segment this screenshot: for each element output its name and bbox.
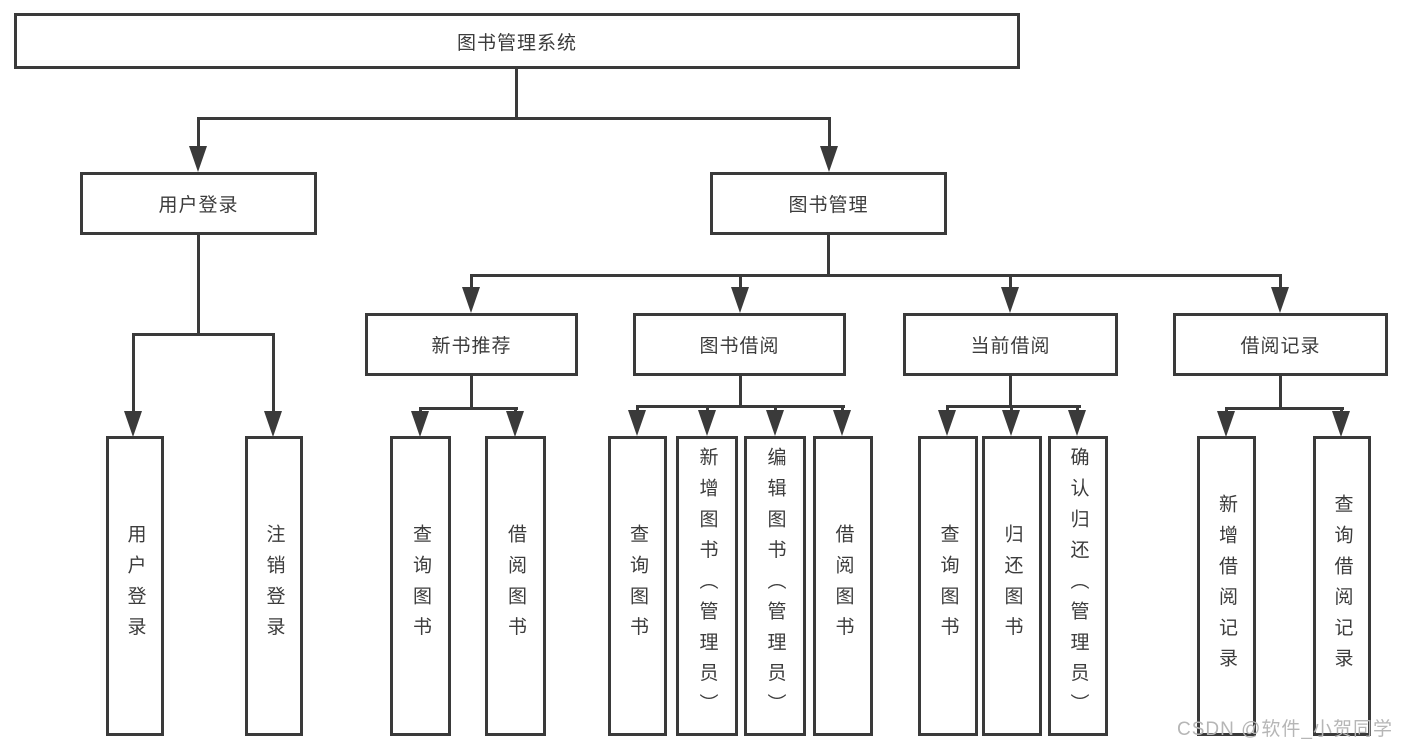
connector-login-shaft-2	[272, 333, 275, 413]
leaf-query-books-recommend: 查询图书	[390, 436, 451, 736]
node-label: 新书推荐	[431, 336, 512, 357]
node-label: 图书借阅	[699, 336, 780, 357]
arrow-down-icon	[698, 410, 716, 436]
node-book-borrow: 图书借阅	[633, 313, 846, 376]
arrow-down-icon	[264, 411, 282, 437]
arrow-down-icon	[462, 287, 480, 313]
arrow-down-icon	[124, 411, 142, 437]
node-label: 归还图书	[1001, 524, 1023, 648]
node-user-login: 用户登录	[80, 172, 317, 235]
connector-borrow-shaft-4	[841, 405, 844, 413]
connector-login-shaft-1	[132, 333, 135, 413]
leaf-query-books-borrow: 查询图书	[608, 436, 667, 736]
connector-current-shaft-1	[946, 405, 949, 413]
arrow-down-icon	[1217, 411, 1235, 437]
node-label: 新增图书（管理员）	[696, 447, 718, 725]
arrow-down-icon	[189, 146, 207, 172]
connector-current-shaft-3	[1076, 405, 1079, 413]
node-label: 确认归还（管理员）	[1067, 447, 1089, 725]
connector-records-vline	[1279, 375, 1282, 409]
arrow-down-icon	[1332, 411, 1350, 437]
arrow-down-icon	[766, 410, 784, 436]
connector-mgmt-shaft-2	[739, 274, 742, 292]
node-label: 注销登录	[263, 524, 285, 648]
node-label: 借阅图书	[832, 524, 854, 648]
connector-borrow-shaft-1	[636, 405, 639, 413]
connector-current-vline	[1009, 375, 1012, 407]
leaf-query-borrow-record: 查询借阅记录	[1313, 436, 1371, 736]
arrow-down-icon	[833, 410, 851, 436]
leaf-edit-book-admin: 编辑图书（管理员）	[744, 436, 806, 736]
connector-root-left-shaft	[197, 117, 200, 151]
node-label: 图书管理系统	[456, 32, 577, 54]
node-borrow-records: 借阅记录	[1173, 313, 1388, 376]
arrow-down-icon	[731, 287, 749, 313]
connector-login-vline	[197, 234, 200, 336]
leaf-add-borrow-record: 新增借阅记录	[1197, 436, 1256, 736]
node-label: 借阅图书	[505, 524, 526, 648]
connector-borrow-hline	[636, 405, 845, 408]
node-label: 用户登录	[124, 524, 146, 648]
leaf-add-book-admin: 新增图书（管理员）	[676, 436, 738, 736]
node-new-book-recommend: 新书推荐	[365, 313, 578, 376]
arrow-down-icon	[1001, 287, 1019, 313]
connector-root-vline	[515, 66, 518, 120]
connector-mgmt-shaft-3	[1009, 274, 1012, 292]
leaf-user-login: 用户登录	[106, 436, 164, 736]
node-current-borrow: 当前借阅	[903, 313, 1118, 376]
arrow-down-icon	[628, 410, 646, 436]
leaf-confirm-return-admin: 确认归还（管理员）	[1048, 436, 1108, 736]
leaf-logout: 注销登录	[245, 436, 303, 736]
node-label: 借阅记录	[1240, 336, 1321, 357]
node-label: 编辑图书（管理员）	[764, 447, 786, 725]
node-label: 图书管理	[788, 195, 869, 216]
node-label: 当前借阅	[970, 336, 1051, 357]
connector-rec-hline	[419, 407, 518, 410]
connector-current-hline	[946, 405, 1081, 408]
connector-borrow-shaft-3	[774, 405, 777, 413]
connector-borrow-shaft-2	[706, 405, 709, 413]
connector-root-right-shaft	[828, 117, 831, 151]
connector-mgmt-vline	[827, 234, 830, 276]
arrow-down-icon	[938, 410, 956, 436]
node-label: 用户登录	[158, 195, 239, 216]
connector-mgmt-shaft-4	[1279, 274, 1282, 292]
node-label: 查询图书	[410, 524, 431, 648]
connector-current-shaft-2	[1010, 405, 1013, 413]
node-book-management: 图书管理	[710, 172, 947, 235]
arrow-down-icon	[820, 146, 838, 172]
node-label: 查询图书	[627, 524, 648, 648]
connector-records-hline	[1225, 407, 1344, 410]
connector-borrow-vline	[739, 375, 742, 407]
node-label: 查询图书	[937, 524, 959, 648]
node-label: 查询借阅记录	[1331, 493, 1353, 679]
arrow-down-icon	[411, 411, 429, 437]
connector-rec-vline	[470, 375, 473, 409]
leaf-query-books-current: 查询图书	[918, 436, 978, 736]
connector-login-hline	[132, 333, 275, 336]
node-root-library-system: 图书管理系统	[14, 13, 1020, 69]
connector-root-hline	[197, 117, 831, 120]
connector-mgmt-hline	[470, 274, 1282, 277]
node-label: 新增借阅记录	[1216, 493, 1237, 679]
arrow-down-icon	[1002, 410, 1020, 436]
leaf-borrow-books: 借阅图书	[813, 436, 873, 736]
connector-mgmt-shaft-1	[470, 274, 473, 292]
leaf-borrow-books-recommend: 借阅图书	[485, 436, 546, 736]
arrow-down-icon	[1068, 410, 1086, 436]
arrow-down-icon	[506, 411, 524, 437]
leaf-return-book: 归还图书	[982, 436, 1042, 736]
csdn-watermark: CSDN @软件_小贺同学	[1177, 719, 1393, 740]
arrow-down-icon	[1271, 287, 1289, 313]
